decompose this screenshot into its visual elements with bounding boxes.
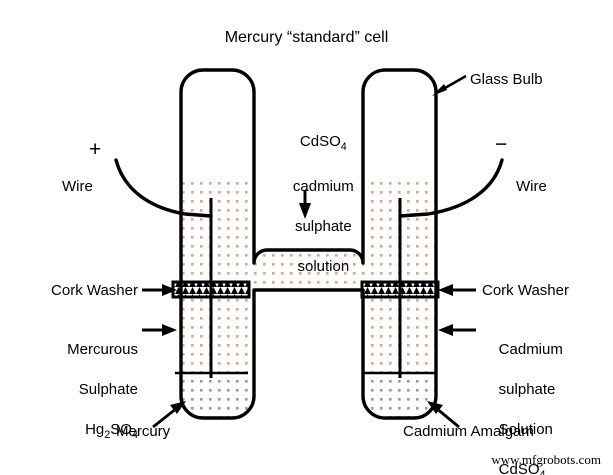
positive-lead-wire [114,158,213,218]
mercurous-formula: Hg2SO4 [85,421,138,441]
cork-washer-right-arrow [438,284,476,296]
watermark: www.mfgrobots.com [491,452,601,467]
glass-bulb-label: Glass Bulb [470,71,543,88]
mercurous-line1: Mercurous [67,341,138,358]
cadmium-sulphate-arrow [438,324,476,336]
glass-bulb-arrow [432,74,467,96]
cadmium-line1: Cadmium [498,341,563,358]
solution-line2: cadmium [292,178,354,195]
page-title: Mercury “standard” cell [224,29,389,46]
negative-terminal-sign: − [495,133,508,156]
solution-arrow [299,190,311,219]
mercurous-sulphate-arrow [142,324,177,336]
solution-line4: solution [297,258,350,275]
wire-right-label: Wire [516,178,547,195]
cadmium-formula: CdSO4 [498,461,546,475]
cork-washer-right-label: Cork Washer [482,282,569,299]
negative-lead-wire [398,158,504,218]
mercury-arrow [152,401,186,429]
solution-formula: CdSO4 [299,133,347,153]
cadmium-line2: sulphate [498,381,556,398]
mercurous-sulphate-label: Mercurous Sulphate Hg2SO4 [0,320,138,465]
glass-bulb-outline [179,68,438,420]
cadmium-amalgam-arrow [427,401,460,429]
cadmium-amalgam-label: Cadmium Amalgam [403,423,534,440]
cadmium-sulphate-label: Cadmium sulphate Solution CdSO4 [482,320,563,475]
positive-terminal-sign: + [89,138,102,161]
cadmium-line3: Solution [498,421,553,438]
solution-annotation: CdSO4 cadmium sulphate solution [240,112,390,297]
cork-washer-left-arrow [142,284,177,296]
cork-washer-left-label: Cork Washer [51,282,138,299]
solution-line3: sulphate [294,218,352,235]
mercury-label: Mercury [116,423,171,440]
wire-left-label: Wire [62,178,93,195]
mercurous-line2: Sulphate [78,381,138,398]
